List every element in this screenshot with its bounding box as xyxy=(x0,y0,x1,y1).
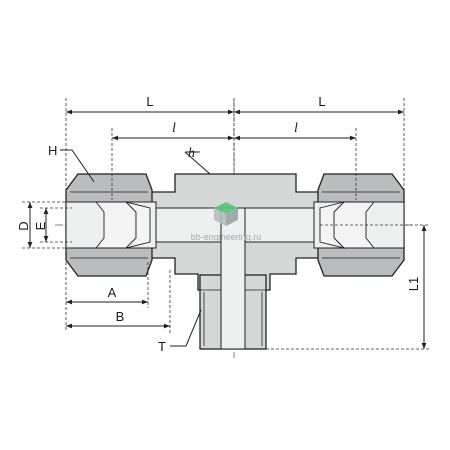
label-L-left: L xyxy=(146,94,153,109)
label-B: B xyxy=(116,309,125,324)
dimension-A: A xyxy=(65,262,149,330)
label-T: T xyxy=(158,339,166,354)
leader-T: T xyxy=(158,309,202,354)
watermark-text: bb-engineering.ru xyxy=(191,232,262,242)
label-D: D xyxy=(16,221,31,230)
label-L1: L1 xyxy=(406,277,421,291)
label-l-right: l xyxy=(294,121,298,136)
dimension-L: L L xyxy=(65,94,405,192)
label-A: A xyxy=(108,285,117,300)
label-L-right: L xyxy=(318,94,325,109)
left-nut xyxy=(65,173,157,277)
label-h: h xyxy=(188,146,195,161)
leader-H: H xyxy=(48,143,95,183)
label-E: E xyxy=(33,221,48,230)
leader-h: h xyxy=(184,146,211,175)
watermark-logo: bb-engineering.ru xyxy=(191,202,262,242)
dimension-L1: L1 xyxy=(266,224,430,350)
label-l-left: l xyxy=(172,121,176,136)
dimension-D-E: D E xyxy=(16,201,72,249)
label-H: H xyxy=(48,143,57,158)
dimension-l: l l xyxy=(111,121,357,200)
tee-body xyxy=(149,173,321,350)
dimension-B: B xyxy=(66,270,171,334)
